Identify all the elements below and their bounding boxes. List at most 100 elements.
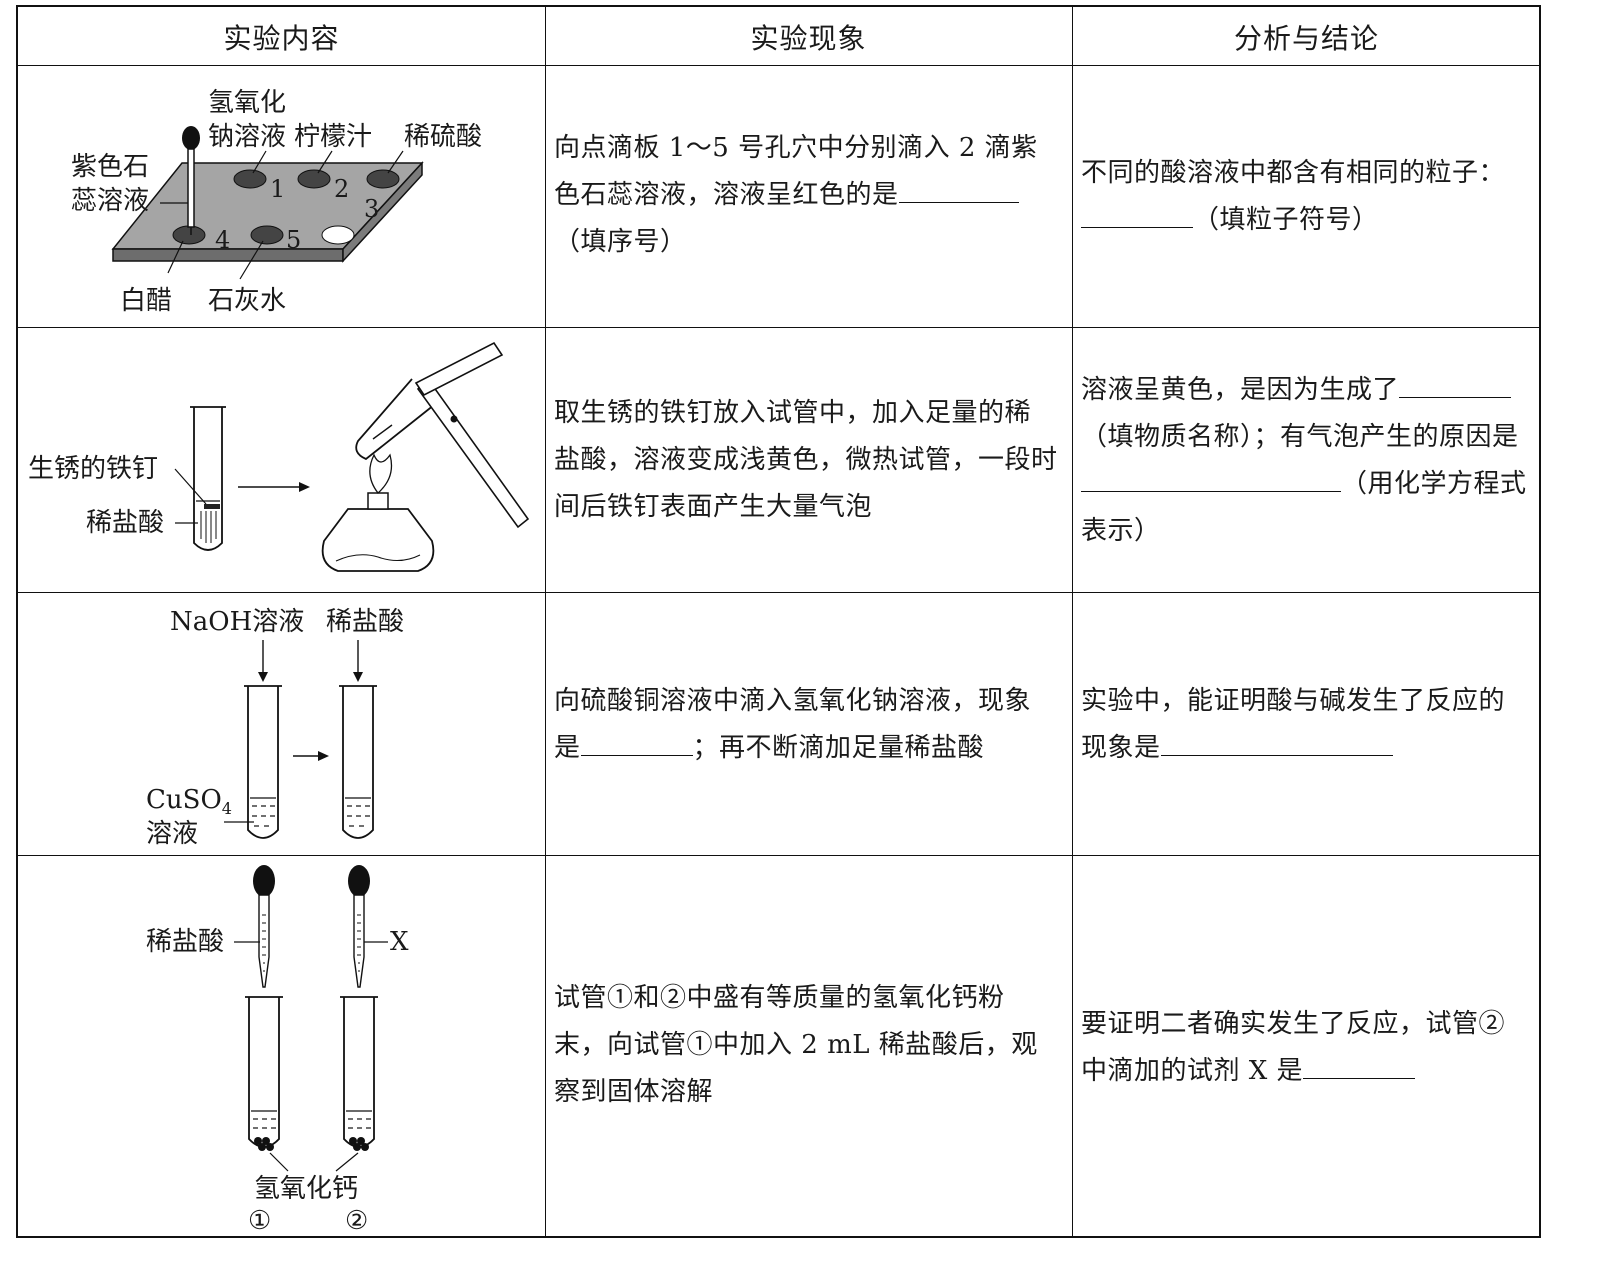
label-reagent-x: X: [390, 927, 409, 957]
text-run: 盐酸，溶液变成浅黄色，微热试管，一段时: [554, 445, 1058, 475]
column-divider: [545, 7, 546, 1236]
answer-blank: [580, 725, 693, 756]
label-litmus-line1: 紫色石: [71, 152, 149, 182]
text-run: ；再不断滴加足量稀盐酸: [692, 733, 985, 763]
test-tube-holder: [416, 377, 530, 529]
test-tube: [193, 407, 223, 551]
powder-1: [254, 1137, 274, 1151]
label-calcium-hydroxide: 氢氧化钙: [254, 1174, 358, 1204]
text-run: 不同的酸溶液中都含有相同的粒子：: [1081, 158, 1506, 188]
row1-conclusion: 不同的酸溶液中都含有相同的粒子： （填粒子符号）: [1081, 150, 1543, 244]
text-run: 察到固体溶解: [554, 1077, 714, 1107]
text-run: 试管①和②中盛有等质量的氢氧化钙粉: [554, 983, 1005, 1013]
label-naoh-solution: NaOH溶液: [170, 607, 304, 637]
test-tube-1: [248, 997, 280, 1148]
text-run: （填粒子符号）: [1193, 205, 1379, 235]
heated-test-tube: [355, 378, 435, 461]
label-rusty-nail: 生锈的铁钉: [28, 454, 158, 484]
text-run: 末，向试管①中加入 2 mL 稀盐酸后，观: [554, 1030, 1038, 1060]
text-run: （填物质名称）；有气泡产生的原因是: [1081, 422, 1519, 452]
row4-conclusion: 要证明二者确实发生了反应，试管② 中滴加的试剂 X 是: [1081, 1001, 1543, 1095]
answer-blank: [1081, 197, 1193, 228]
row4-phenomenon: 试管①和②中盛有等质量的氢氧化钙粉末，向试管①中加入 2 mL 稀盐酸后，观察到…: [554, 975, 1069, 1116]
row3-phenomenon: 向硫酸铜溶液中滴入氢氧化钠溶液，现象是 ；再不断滴加足量稀盐酸: [554, 678, 1069, 772]
label-dilute-hcl: 稀盐酸: [86, 508, 164, 538]
spot-plate-figure: 氢氧化 钠溶液 柠檬汁 稀硫酸 紫色石 蕊溶液 白醋 石灰水 1 2 3 4 5: [71, 88, 482, 316]
well-2: [297, 169, 331, 189]
powder-2: [349, 1137, 369, 1151]
answer-blank: [1081, 461, 1341, 492]
cuso4-figure: NaOH溶液 稀盐酸 CuSO4 溶液: [146, 607, 404, 849]
label-tube-1: ①: [248, 1206, 271, 1236]
solution-right: [345, 797, 371, 827]
header-conclusion: 分析与结论: [1233, 22, 1379, 55]
text-run: （填序号）: [554, 227, 687, 257]
text-run: 取生锈的铁钉放入试管中，加入足量的稀: [554, 398, 1032, 428]
spot-plate-side: [342, 161, 423, 263]
well-number-2: 2: [334, 175, 349, 203]
row-divider: [18, 855, 1539, 856]
answer-blank: [898, 172, 1019, 203]
label-vinegar: 白醋: [120, 286, 172, 316]
row2-conclusion: 溶液呈黄色，是因为生成了 （填物质名称）；有气泡产生的原因是 （用化学方程式表示）: [1081, 367, 1543, 555]
text-run: 色石蕊溶液，溶液呈红色的是: [554, 180, 899, 210]
header-phenomenon: 实验现象: [750, 22, 867, 55]
text-run: （用化学方程式: [1341, 469, 1527, 499]
label-solution: 溶液: [146, 819, 198, 849]
rusty-nail: [204, 504, 220, 509]
column-divider: [1072, 7, 1073, 1236]
dropper-bulb-icon: [182, 126, 200, 150]
answer-blank: [1160, 725, 1393, 756]
label-naoh-line1: 氢氧化: [208, 88, 286, 118]
test-tube-2: [343, 997, 375, 1148]
text-run: 溶液呈黄色，是因为生成了: [1081, 375, 1400, 405]
solution-left: [250, 797, 276, 827]
text-run: 现象是: [1081, 733, 1161, 763]
well-3: [366, 169, 400, 189]
well-1: [233, 169, 267, 189]
dropper-bulb-icon: [348, 865, 370, 897]
label-dilute-hcl: 稀盐酸: [326, 607, 404, 637]
label-lemon: 柠檬汁: [294, 122, 372, 152]
label-litmus-line2: 蕊溶液: [71, 186, 149, 216]
well-number-1: 1: [270, 175, 285, 203]
well-4: [172, 225, 206, 245]
well-number-4: 4: [215, 226, 230, 254]
text-run: 向点滴板 1～5 号孔穴中分别滴入 2 滴紫: [554, 133, 1038, 163]
label-dilute-hcl: 稀盐酸: [146, 927, 224, 957]
text-run: 中滴加的试剂 X 是: [1081, 1056, 1304, 1086]
label-naoh-line2: 钠溶液: [208, 122, 286, 152]
test-tube-left: [247, 686, 279, 839]
row-divider: [18, 592, 1539, 593]
rusty-nail-figure: 生锈的铁钉 稀盐酸: [28, 341, 530, 572]
answer-blank: [1303, 1048, 1416, 1079]
well-5: [250, 225, 284, 245]
label-limewater: 石灰水: [208, 286, 286, 316]
text-run: 向硫酸铜溶液中滴入氢氧化钠溶液，现象: [554, 686, 1032, 716]
experiment-table: 实验内容 实验现象 分析与结论 向点滴板 1～5 号孔穴中分别滴入 2 滴紫色石…: [16, 5, 1541, 1238]
test-tube-right: [342, 686, 374, 839]
alcohol-lamp: [321, 508, 435, 572]
text-run: 表示）: [1081, 516, 1161, 546]
label-cuso4: CuSO4: [146, 785, 232, 818]
row1-phenomenon: 向点滴板 1～5 号孔穴中分别滴入 2 滴紫色石蕊溶液，溶液呈红色的是 （填序号）: [554, 125, 1069, 266]
label-sulfuric-acid: 稀硫酸: [404, 122, 482, 152]
dropper-left: [258, 894, 270, 988]
dropper-right: [353, 894, 365, 988]
text-run: 实验中，能证明酸与碱发生了反应的: [1081, 686, 1506, 716]
text-run: 要证明二者确实发生了反应，试管②: [1081, 1009, 1506, 1039]
row-divider: [18, 327, 1539, 328]
answer-blank: [1399, 367, 1512, 398]
text-run: 间后铁钉表面产生大量气泡: [554, 492, 873, 522]
header-content: 实验内容: [223, 22, 340, 55]
well-number-3: 3: [364, 195, 379, 223]
calcium-hydroxide-figure: 稀盐酸 X 氢氧化钙 ① ②: [146, 865, 409, 1236]
flame-icon: [369, 453, 393, 494]
dropper-tube: [187, 148, 195, 228]
label-tube-2: ②: [345, 1206, 368, 1236]
well-number-5: 5: [286, 226, 301, 254]
text-run: 是: [554, 733, 581, 763]
row-divider: [18, 65, 1539, 66]
holder-clamp: [414, 341, 504, 397]
well-6: [321, 225, 355, 245]
